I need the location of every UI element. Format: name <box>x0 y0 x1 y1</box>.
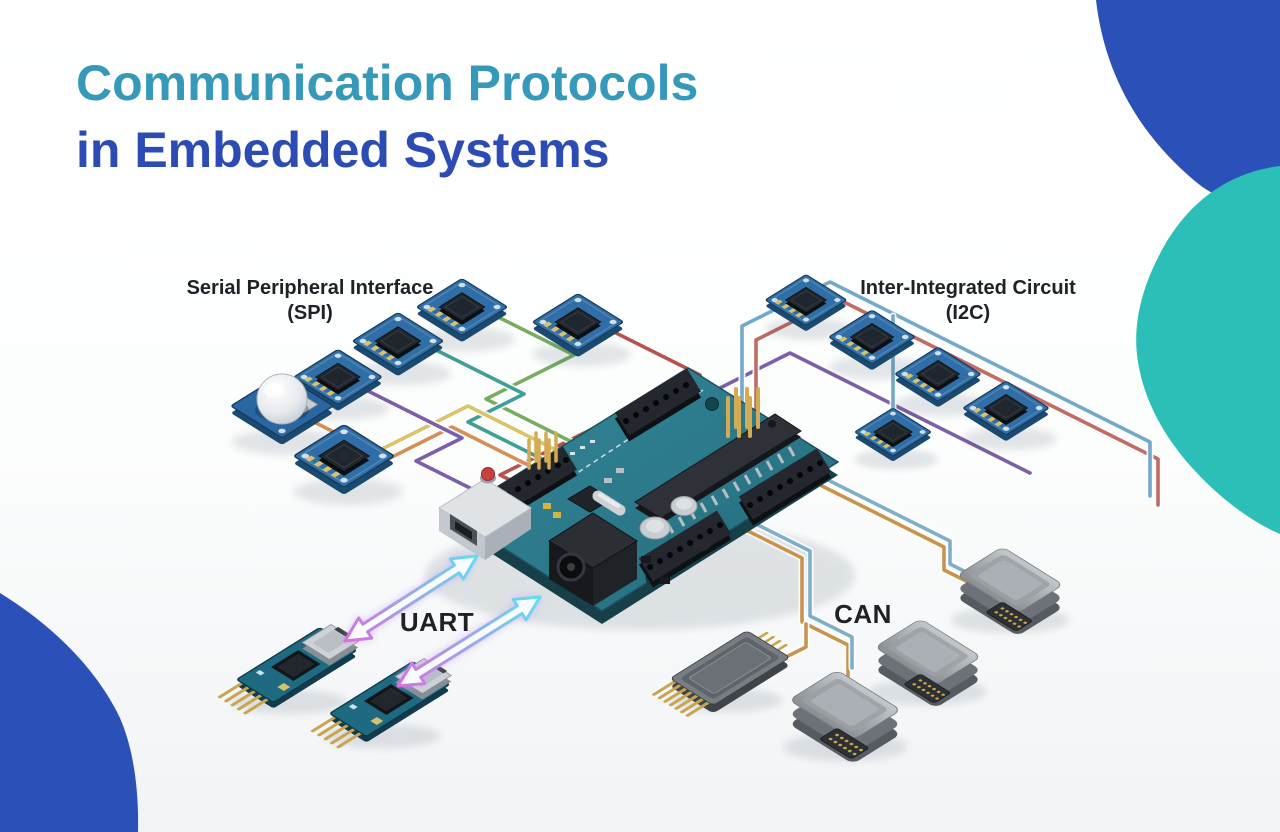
smd-components <box>543 468 710 584</box>
uart-label: UART <box>399 607 475 637</box>
i2c-label-abbr: (I2C) <box>945 302 991 324</box>
can-label: CAN <box>834 599 892 629</box>
corner-decoration-bottom-left <box>0 593 139 832</box>
blue-blob-shape <box>0 593 139 832</box>
corner-decoration-top-right <box>1096 0 1280 534</box>
uart-arrow <box>396 595 542 688</box>
title-line-2: in Embedded Systems <box>76 122 610 178</box>
gold-pins-secondary <box>527 431 558 470</box>
reset-button <box>480 467 496 484</box>
teal-blob-shape <box>1136 166 1280 534</box>
blue-blob-shape <box>1096 0 1280 203</box>
usb-serial-adapter <box>214 624 360 717</box>
ecu-module <box>869 619 987 708</box>
spi-label-name: Serial Peripheral Interface <box>186 277 434 299</box>
uart-arrow <box>343 554 479 643</box>
spi-label: Serial Peripheral Interface (SPI) <box>150 276 470 326</box>
dc-barrel-jack <box>548 512 638 606</box>
ecu-module <box>951 547 1069 636</box>
usb-connector <box>438 478 532 560</box>
i2c-label-name: Inter-Integrated Circuit <box>860 277 1076 299</box>
icsp-gold-pins <box>726 387 760 438</box>
spi-label-abbr: (SPI) <box>287 302 333 324</box>
i2c-label: Inter-Integrated Circuit (I2C) <box>808 276 1128 326</box>
spi-sensor-module <box>532 294 631 367</box>
can-node-module <box>649 626 798 719</box>
arduino-board-illustration <box>438 367 840 624</box>
title-line-1: Communication Protocols <box>76 55 699 111</box>
uart-arrows <box>343 554 542 688</box>
mounting-hole <box>705 397 719 411</box>
uart-adapter-boards <box>214 624 453 751</box>
page-title: Communication Protocols in Embedded Syst… <box>76 50 698 184</box>
